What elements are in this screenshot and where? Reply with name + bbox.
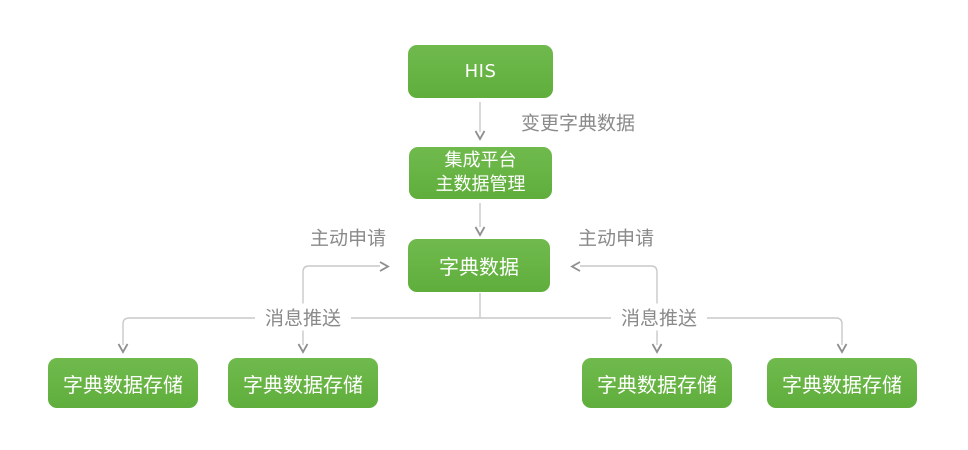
edge-label-push-right: 消息推送 bbox=[610, 303, 708, 331]
node-dictionary-data: 字典数据 bbox=[408, 239, 550, 292]
node-storage3-label: 字典数据存储 bbox=[597, 372, 717, 397]
node-his: HIS bbox=[408, 45, 553, 98]
node-integration-platform: 集成平台 主数据管理 bbox=[409, 147, 552, 199]
node-dict-label: 字典数据 bbox=[439, 255, 519, 279]
node-storage2-label: 字典数据存储 bbox=[243, 372, 363, 397]
edge-push-trunk bbox=[122, 317, 843, 345]
node-dict-storage-4: 字典数据存储 bbox=[767, 358, 917, 408]
edge-label-apply-left: 主动申请 bbox=[309, 227, 387, 250]
node-storage4-label: 字典数据存储 bbox=[782, 372, 902, 397]
edge-label-change-dict: 变更字典数据 bbox=[520, 112, 636, 135]
node-platform-label-line2: 主数据管理 bbox=[435, 174, 526, 195]
edge-label-apply-right: 主动申请 bbox=[577, 227, 655, 250]
node-dict-storage-1: 字典数据存储 bbox=[48, 358, 198, 408]
node-storage1-label: 字典数据存储 bbox=[63, 372, 183, 397]
arrow-right-apply-left-icon bbox=[379, 261, 390, 272]
node-dict-storage-2: 字典数据存储 bbox=[228, 358, 378, 408]
arrow-down-storage1-icon bbox=[117, 343, 129, 354]
arrow-down-storage3-icon bbox=[651, 343, 663, 354]
arrow-down-storage2-icon bbox=[297, 343, 309, 354]
arrow-down-platform-icon bbox=[474, 130, 486, 141]
node-dict-storage-3: 字典数据存储 bbox=[582, 358, 732, 408]
connector-lines bbox=[122, 102, 843, 345]
node-platform-label-line1: 集成平台 bbox=[444, 150, 517, 171]
arrowheads bbox=[117, 130, 848, 354]
arrow-down-dict-icon bbox=[474, 226, 486, 237]
edge-label-push-left: 消息推送 bbox=[254, 303, 352, 331]
arrow-left-apply-right-icon bbox=[570, 261, 581, 272]
edge-apply-left bbox=[302, 265, 380, 318]
arrow-down-storage4-icon bbox=[836, 343, 848, 354]
node-his-label: HIS bbox=[464, 61, 497, 82]
edge-apply-right bbox=[580, 265, 658, 318]
